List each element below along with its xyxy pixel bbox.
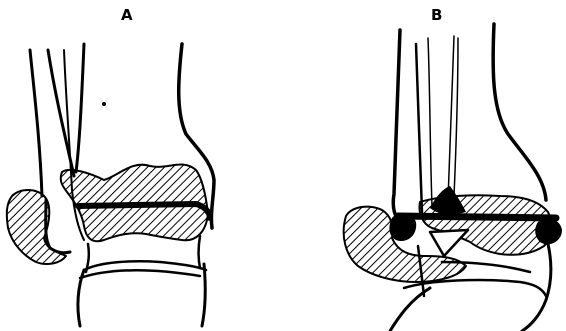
panel-a-fibula-outer xyxy=(30,50,42,196)
panel-b-talus-top xyxy=(404,280,546,296)
panel-b-fine-line-2 xyxy=(448,36,454,200)
panel-a-talus-right xyxy=(202,264,205,326)
panel-b-joint-line xyxy=(398,216,556,218)
panel-b-fibula-outer xyxy=(393,30,400,220)
panel-a-tibia-left xyxy=(76,44,84,172)
panel-a-talus-neck2 xyxy=(199,236,201,268)
panel-b-tibia-right xyxy=(493,24,546,200)
panel-a-talus-top xyxy=(84,261,206,270)
panel-b-fibula-inner xyxy=(416,44,422,212)
panel-a-dot xyxy=(103,103,106,106)
panel-a-drawing xyxy=(7,44,214,326)
panel-b-fine-line-1 xyxy=(428,38,432,206)
panel-b-center-triangle xyxy=(430,230,468,256)
panel-b-drawing xyxy=(344,24,562,331)
panel-a-talus-line2 xyxy=(80,270,200,278)
panel-b-right-node xyxy=(535,219,562,245)
panel-b-fine-line-3 xyxy=(454,38,458,196)
panel-b-left-node xyxy=(389,213,416,241)
